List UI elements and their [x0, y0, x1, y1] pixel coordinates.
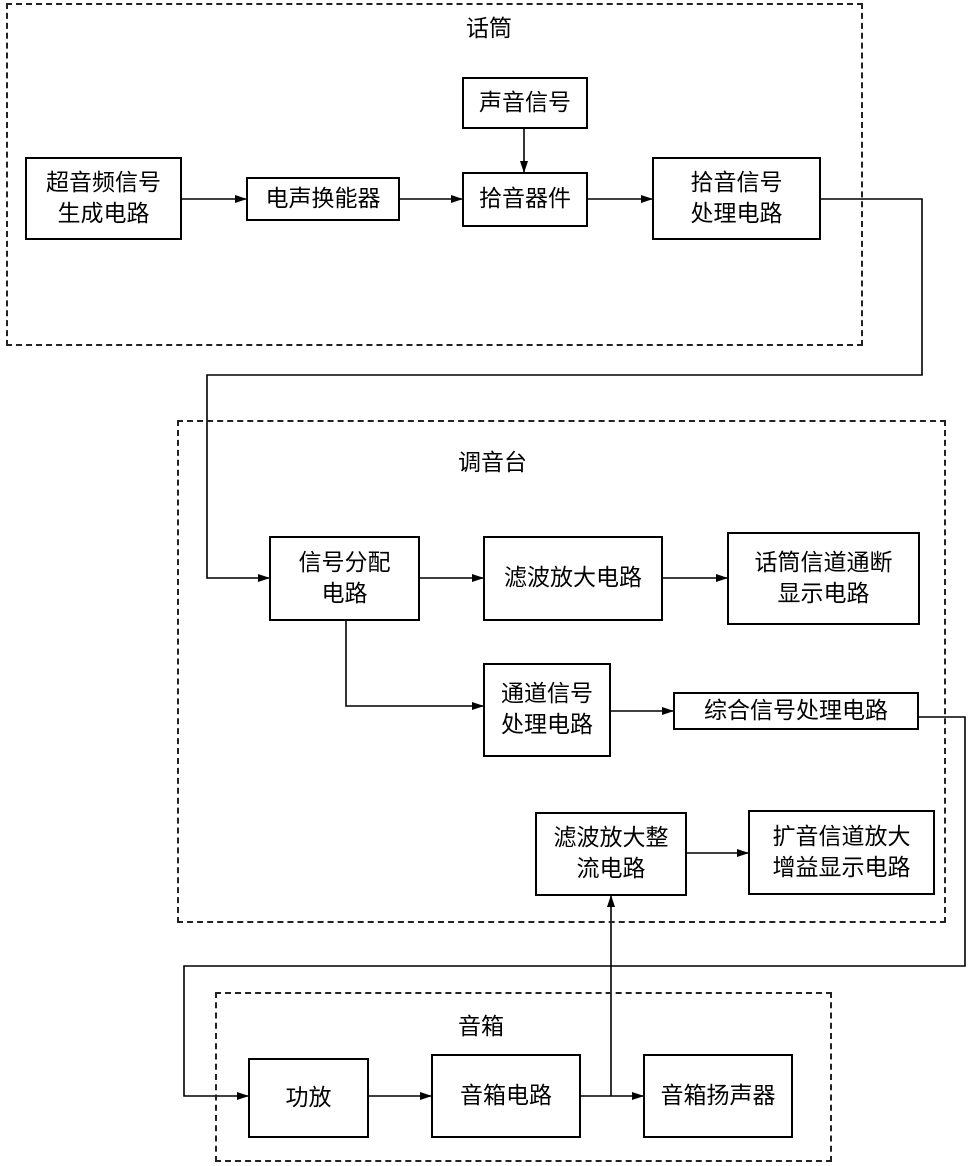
filter-rectifier-line-1: 滤波放大整: [554, 823, 669, 854]
gain-display-line-1: 扩音信道放大: [773, 822, 911, 853]
combined-processing-label: 综合信号处理电路: [704, 696, 888, 727]
signal-distribution-line-2: 电路: [299, 579, 391, 610]
mic-channel-display-block: 话筒信道通断显示电路: [727, 532, 920, 625]
channel-processing-line-2: 处理电路: [501, 710, 593, 741]
speaker-circuit-block: 音箱电路: [431, 1054, 581, 1138]
filter-amplifier-label: 滤波放大电路: [504, 563, 642, 594]
transducer-label: 电声换能器: [266, 184, 381, 215]
speaker-circuit-label: 音箱电路: [460, 1081, 552, 1112]
signal-distribution-line-1: 信号分配: [299, 548, 391, 579]
filter-rectifier-line-2: 流电路: [554, 854, 669, 885]
speaker-group-title: 音箱: [458, 1013, 504, 1041]
power-amplifier-block: 功放: [248, 1058, 369, 1138]
microphone-group-title: 话筒: [466, 15, 512, 43]
transducer-block: 电声换能器: [246, 177, 400, 221]
sound-signal-block: 声音信号: [462, 77, 588, 129]
ultrasonic-generator-block: 超音频信号生成电路: [25, 157, 182, 240]
filter-rectifier-block: 滤波放大整流电路: [535, 812, 687, 896]
channel-processing-block: 通道信号处理电路: [483, 663, 611, 757]
pickup-device-block: 拾音器件: [462, 172, 588, 227]
signal-distribution-block: 信号分配电路: [269, 536, 420, 621]
ultrasonic-generator-line-2: 生成电路: [46, 199, 161, 230]
mic-channel-display-line-2: 显示电路: [755, 579, 893, 610]
gain-display-block: 扩音信道放大增益显示电路: [748, 810, 935, 895]
pickup-processing-line-2: 处理电路: [691, 199, 783, 230]
mixer-group-title: 调音台: [458, 449, 527, 477]
combined-processing-block: 综合信号处理电路: [673, 692, 919, 730]
gain-display-line-2: 增益显示电路: [773, 853, 911, 884]
mic-channel-display-line-1: 话筒信道通断: [755, 548, 893, 579]
pickup-device-label: 拾音器件: [479, 184, 571, 215]
pickup-processing-block: 拾音信号处理电路: [652, 157, 821, 240]
loudspeaker-block: 音箱扬声器: [643, 1054, 793, 1138]
filter-amplifier-block: 滤波放大电路: [483, 536, 663, 621]
power-amplifier-label: 功放: [286, 1083, 332, 1114]
loudspeaker-label: 音箱扬声器: [661, 1081, 776, 1112]
channel-processing-line-1: 通道信号: [501, 679, 593, 710]
pickup-processing-line-1: 拾音信号: [691, 168, 783, 199]
ultrasonic-generator-line-1: 超音频信号: [46, 168, 161, 199]
sound-signal-label: 声音信号: [479, 88, 571, 119]
